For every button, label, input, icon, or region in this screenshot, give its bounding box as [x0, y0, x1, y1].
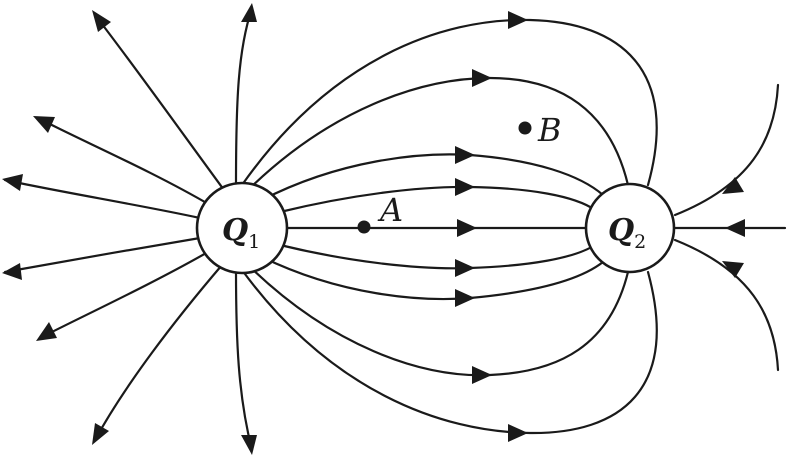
arrowhead-top-middle [472, 69, 492, 87]
field-line-bottom-outer [240, 268, 658, 435]
field-line-top-outer [240, 18, 658, 187]
arrowhead-q1-up-right [241, 3, 257, 22]
point-b: B [518, 111, 562, 149]
charge-q1: Q1 [195, 181, 289, 275]
charge-q1-subscript: 1 [248, 231, 260, 253]
arrowhead-q2-in-lower [722, 261, 744, 278]
q2-incoming-field-lines [673, 83, 787, 372]
charge-q2-circle [584, 182, 676, 274]
point-a-dot [357, 220, 371, 234]
field-line-q1-left-high [3, 178, 202, 220]
field-line-q1-down-right [234, 268, 254, 452]
arrowhead-q1-left-high [2, 174, 23, 191]
charge-q1-circle [195, 181, 289, 275]
arrowhead-lower-center [455, 259, 475, 277]
field-line-bottom-inner [260, 255, 605, 301]
charge-q2: Q2 [584, 182, 676, 274]
arrowhead-q2-in-upper [722, 177, 744, 194]
charge-q2-subscript: 2 [634, 231, 646, 253]
connecting-field-lines [240, 11, 658, 442]
arrowhead-q1-upper-left [33, 116, 55, 133]
arrowhead-q2-in-center [725, 219, 745, 237]
charge-q1-label: Q1 [222, 213, 260, 253]
point-b-label: B [537, 111, 562, 149]
field-line-q1-upper-left [36, 116, 212, 207]
field-line-q1-left-low [3, 236, 202, 274]
field-line-q2-in-lower [673, 238, 780, 372]
charge-q1-symbol: Q [222, 213, 248, 248]
arrowhead-top-inner [455, 146, 475, 164]
charge-q2-symbol: Q [608, 213, 634, 248]
point-b-dot [518, 121, 532, 135]
charge-q2-label: Q2 [608, 213, 646, 253]
arrowhead-upper-center [455, 178, 475, 196]
field-line-lower-center [278, 243, 597, 270]
arrowhead-center [457, 219, 477, 237]
field-line-top-inner [260, 153, 605, 202]
field-line-top-middle [246, 76, 630, 192]
arrowhead-top-outer [508, 11, 528, 29]
arrowhead-q1-down-left [92, 423, 109, 445]
q1-outward-field-lines [2, 3, 257, 455]
field-line-q2-in-upper [673, 83, 780, 217]
arrowhead-q1-lower-left [36, 322, 57, 341]
field-line-q1-up-left [93, 13, 226, 192]
field-line-q1-up-right [234, 6, 254, 187]
arrowhead-bottom-middle [472, 366, 492, 384]
field-line-q1-lower-left [38, 250, 210, 340]
arrowhead-bottom-inner [455, 289, 475, 307]
arrowhead-bottom-outer [508, 424, 528, 442]
arrowhead-q1-up-left [92, 10, 111, 32]
point-a-label: A [377, 191, 403, 229]
point-a: A [357, 191, 403, 234]
field-line-bottom-middle [246, 263, 630, 377]
field-line-upper-center [278, 185, 597, 214]
arrowhead-q1-down-right [241, 435, 257, 455]
arrowhead-q1-left-low [2, 263, 22, 280]
field-line-q1-down-left [93, 263, 224, 442]
